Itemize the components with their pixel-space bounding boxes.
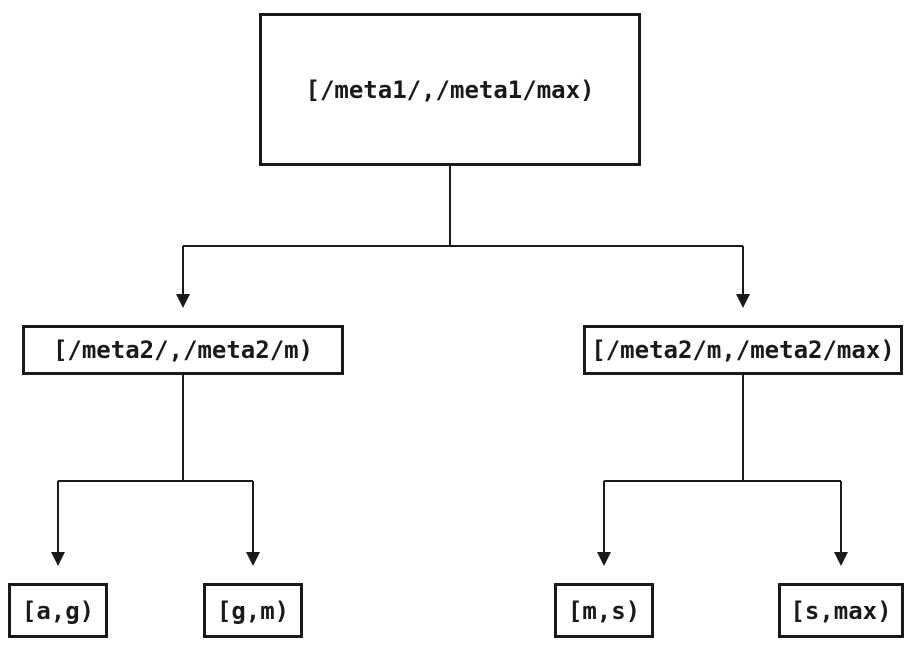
edge-group-left-child-to-leaves: [51, 375, 260, 566]
edge-left-child-to-leaves-lines: [57, 375, 254, 553]
arrowhead-down-to-leaf-gm: [246, 552, 260, 566]
edge-right-child-to-leaves-lines: [603, 375, 842, 553]
tree-node-leaf-gm: [g,m): [203, 583, 303, 638]
tree-node-child-left-label: [/meta2/,/meta2/m): [52, 336, 314, 364]
tree-node-leaf-gm-label: [g,m): [216, 596, 290, 625]
tree-node-child-left: [/meta2/,/meta2/m): [22, 325, 344, 375]
tree-node-leaf-ag: [a,g): [8, 583, 108, 638]
arrowhead-down-to-leaf-smax: [834, 552, 848, 566]
edge-group-right-child-to-leaves: [597, 375, 848, 566]
tree-node-child-right-label: [/meta2/m,/meta2/max): [591, 336, 895, 364]
tree-node-leaf-ms: [m,s): [554, 583, 654, 638]
edge-group-root-to-children: [176, 166, 750, 308]
edge-root-to-children-lines: [182, 166, 744, 295]
arrowhead-down-to-child-right: [736, 294, 750, 308]
tree-node-leaf-ag-label: [a,g): [21, 596, 95, 625]
tree-node-leaf-smax: [s,max): [778, 583, 904, 638]
arrowhead-down-to-leaf-ms: [597, 552, 611, 566]
tree-node-leaf-ms-label: [m,s): [567, 596, 641, 625]
tree-node-child-right: [/meta2/m,/meta2/max): [583, 325, 903, 375]
tree-node-root-label: [/meta1/,/meta1/max): [305, 75, 595, 104]
tree-node-root: [/meta1/,/meta1/max): [259, 13, 641, 166]
tree-node-leaf-smax-label: [s,max): [790, 596, 892, 625]
arrowhead-down-to-child-left: [176, 294, 190, 308]
arrowhead-down-to-leaf-ag: [51, 552, 65, 566]
